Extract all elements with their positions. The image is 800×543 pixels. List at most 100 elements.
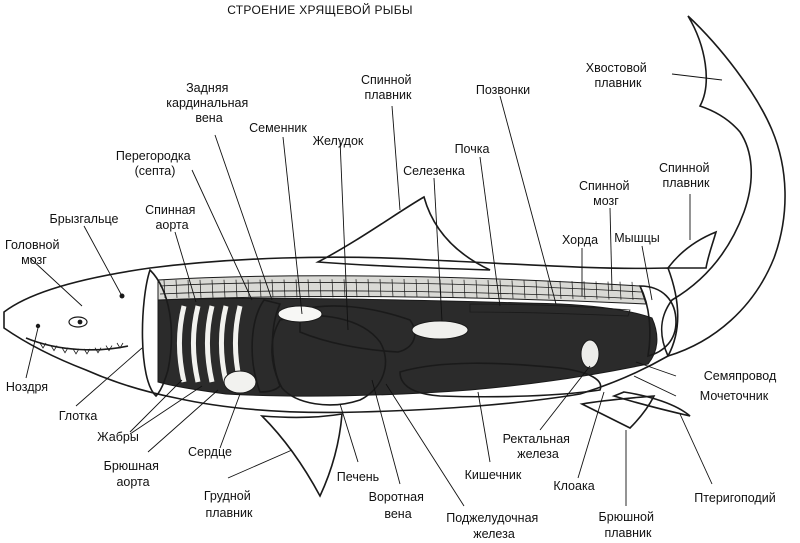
label-semyaprovod: Семяпровод: [704, 369, 777, 383]
body-outline: [3, 256, 679, 414]
vertebra-tick: [547, 280, 550, 299]
label-nozdrya: Ноздря: [6, 380, 48, 394]
liver-shape: [271, 314, 387, 406]
leader-serdce: [219, 393, 241, 449]
label-hvostovoy-plavnik: Хвостовой плавник: [586, 61, 651, 90]
clasper: [611, 391, 691, 417]
leader-pochka: [479, 156, 501, 307]
leader-grudnoy-plavnik: [227, 449, 293, 479]
vertebra-tick: [523, 280, 526, 299]
notochord-line: [159, 290, 645, 300]
vertebra-tick: [175, 279, 178, 298]
teeth: [39, 342, 124, 355]
gill-arch: [219, 305, 229, 383]
tooth: [61, 347, 69, 354]
rectal-gland-shape: [580, 339, 600, 369]
leader-myshcy: [641, 245, 653, 301]
kidney-shape: [469, 303, 631, 317]
leader-kloaka: [577, 391, 605, 479]
leader-selezenka: [433, 177, 443, 322]
vertebra-tick: [187, 279, 190, 298]
vertebra-tick: [427, 279, 430, 298]
leader-lines: [25, 73, 723, 507]
leader-pechen: [339, 403, 359, 463]
label-bryushnaya-aorta: Брюшная аорта: [104, 459, 163, 489]
label-pochka: Почка: [455, 142, 490, 156]
eye-pupil: [77, 319, 83, 325]
stomach-shape: [299, 305, 416, 353]
vertebra-tick: [211, 279, 214, 298]
tooth: [50, 345, 58, 352]
label-selezenka: Селезенка: [403, 164, 465, 178]
shark-illustration: [3, 15, 786, 498]
caudal-fin: [660, 15, 786, 357]
vertebra-tick: [223, 279, 226, 298]
leader-bryushnaya-aorta: [147, 389, 219, 453]
vertebra-tick: [415, 279, 418, 298]
leader-spinnoy-mozg: [609, 207, 613, 291]
leader-semyaprovod: [635, 361, 677, 377]
vertebra-tick: [379, 279, 382, 298]
leader-kishechnik: [477, 391, 491, 463]
leader-spinnoy-plavnik-1: [391, 105, 401, 211]
leader-bryzgalce: [83, 225, 123, 297]
leader-pozvonki: [499, 95, 557, 305]
pectoral-fin: [259, 413, 343, 498]
label-zhabry: Жабры: [97, 430, 139, 444]
vertebra-tick: [475, 279, 478, 298]
label-spinnaya-aorta: Спинная аорта: [145, 203, 199, 232]
label-pozvonki: Позвонки: [476, 83, 530, 97]
vertebra-tick: [391, 279, 394, 298]
nostril-shape: [35, 323, 41, 329]
vertebra-tick: [463, 279, 466, 298]
label-glotka: Глотка: [59, 409, 98, 423]
leader-zheludok: [339, 139, 349, 331]
label-spinnoy-plavnik-1: Спинной плавник: [361, 73, 415, 102]
label-pterigopodiy: Птеригоподий: [694, 491, 775, 505]
tooth: [39, 342, 47, 349]
second-dorsal-fin: [666, 230, 718, 269]
leader-podzheludochnaya: [385, 383, 465, 507]
label-vorotnaya-vena: Воротная вена: [369, 490, 428, 521]
leader-nozdrya: [25, 327, 39, 379]
tail-cross-section: [638, 285, 677, 358]
vertebra-tick: [535, 280, 538, 299]
spleen-shape: [411, 320, 469, 340]
vertebra-tick: [199, 279, 202, 298]
head-cut-edge: [141, 268, 173, 398]
vertebra-tick: [499, 280, 502, 299]
tooth: [72, 348, 80, 355]
label-peregorodka: Перегородка (септа): [116, 149, 194, 178]
gill-arches: [177, 305, 243, 383]
vertebra-tick: [511, 280, 514, 299]
vertebra-tick: [235, 279, 238, 298]
leader-hvostovoy-plavnik: [671, 73, 723, 81]
leader-mochetochnik: [633, 375, 677, 397]
leader-pterigopodiy: [679, 413, 713, 485]
leader-zadnyaya-vena: [214, 134, 273, 301]
vertebra-tick: [487, 280, 490, 299]
label-pechen: Печень: [337, 470, 379, 484]
leader-zhabry-2: [129, 385, 203, 435]
pelvic-fin: [579, 395, 656, 429]
gill-arch: [191, 305, 201, 383]
mouth-line: [25, 337, 129, 351]
label-spinnoy-mozg: Спинной мозг: [579, 179, 633, 208]
gill-arch: [205, 305, 215, 383]
first-dorsal-fin: [315, 195, 491, 271]
label-bryzgalce: Брызгальце: [50, 212, 119, 226]
label-rektalnaya-zheleza: Ректальная железа: [503, 432, 574, 461]
spinal-cord-line: [159, 282, 643, 293]
vertebra-tick: [559, 280, 562, 299]
tooth: [83, 348, 91, 355]
tooth: [105, 345, 113, 352]
label-mochetochnik: Мочеточник: [700, 389, 769, 403]
leader-vorotnaya-vena: [371, 379, 401, 485]
leader-peregorodka: [191, 169, 253, 301]
label-kloaka: Клоака: [553, 479, 594, 493]
heart-shape: [223, 370, 257, 394]
vertebra-tick: [631, 281, 634, 300]
intestine-shape: [399, 362, 602, 398]
